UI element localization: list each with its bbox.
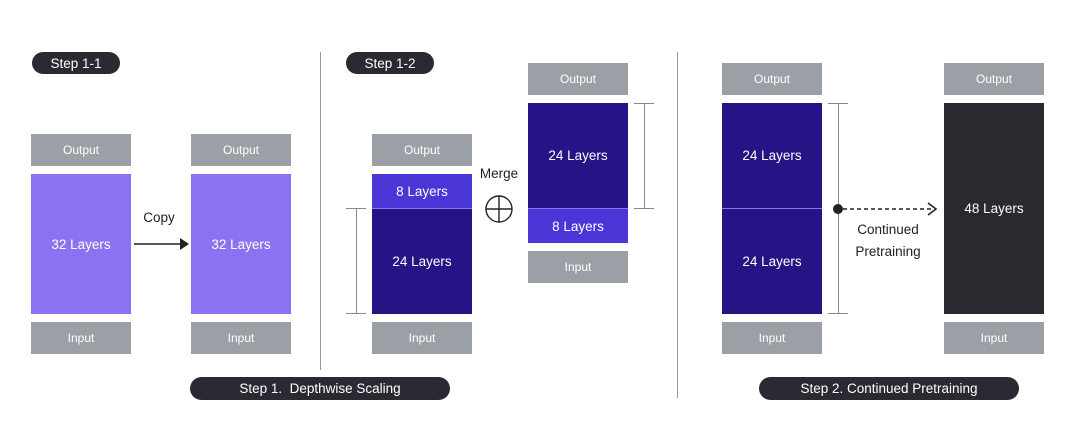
input-box: Input [722,322,822,354]
input-box: Input [31,322,131,354]
bracket-24-layers [356,208,357,314]
input-label: Input [408,331,436,345]
bracket-tick-bottom [346,313,366,314]
layers-48-label: 48 Layers [964,201,1024,216]
layers-24-block: 24 Layers [722,209,822,314]
layers-24-label: 24 Layers [548,148,608,163]
output-label: Output [222,143,260,157]
output-box: Output [528,63,628,95]
step-1-2-label: Step 1-2 [364,55,416,71]
output-label: Output [403,143,441,157]
bracket-tick-bottom [828,313,848,314]
merge-label: Merge [479,166,519,181]
output-label: Output [62,143,100,157]
step-2-caption: Step 2. Continued Pretraining [759,377,1019,400]
output-box: Output [944,63,1044,95]
output-box: Output [191,134,291,166]
output-box: Output [31,134,131,166]
step-1-1-pill: Step 1-1 [32,52,120,74]
layers-32-block: 32 Layers [191,174,291,314]
step-1-caption: Step 1. Depthwise Scaling [190,377,450,400]
layers-8-block: 8 Layers [528,209,628,243]
input-label: Input [67,331,95,345]
bracket-tick-top [828,103,848,104]
layers-24-label: 24 Layers [392,254,452,269]
layers-24-block: 24 Layers [528,103,628,208]
input-label: Input [758,331,786,345]
input-box: Input [191,322,291,354]
input-label: Input [564,260,592,274]
divider-step1 [320,52,321,370]
layers-48-block: 48 Layers [944,103,1044,314]
output-label: Output [975,72,1013,86]
step-1-caption-label: Step 1. Depthwise Scaling [239,381,401,396]
layers-32-label: 32 Layers [51,236,111,252]
bracket-tick-top [346,208,366,209]
input-label: Input [980,331,1008,345]
layers-8-block: 8 Layers [372,174,472,208]
circle-plus-icon [485,195,513,223]
block-separator [528,208,628,209]
bracket-tick-bottom [634,208,654,209]
output-label: Output [753,72,791,86]
continued-label-line2: Pretraining [855,244,921,259]
step-1-1-label: Step 1-1 [50,55,102,71]
layers-32-block: 32 Layers [31,174,131,314]
dashed-arrow-right-icon [833,202,938,216]
step-1-2-pill: Step 1-2 [346,52,434,74]
layers-24-label: 24 Layers [742,148,802,163]
output-box: Output [372,134,472,166]
bracket-24-layers [644,103,645,209]
layers-32-label: 32 Layers [211,236,271,252]
block-separator [722,208,822,209]
input-box: Input [944,322,1044,354]
bracket-tick-top [634,103,654,104]
layers-24-label: 24 Layers [742,254,802,269]
layers-8-label: 8 Layers [552,218,604,234]
step-2-caption-label: Step 2. Continued Pretraining [800,381,978,396]
input-label: Input [227,331,255,345]
block-separator [372,208,472,209]
layers-24-block: 24 Layers [722,103,822,208]
continued-label-line1: Continued [857,222,919,237]
layers-24-block: 24 Layers [372,209,472,314]
continued-pretraining-label: Continued Pretraining [840,219,936,263]
output-label: Output [559,72,597,86]
input-box: Input [372,322,472,354]
layers-8-label: 8 Layers [396,183,448,199]
output-box: Output [722,63,822,95]
divider-step2 [677,52,678,398]
arrow-right-icon [134,238,189,250]
input-box: Input [528,251,628,283]
copy-label: Copy [143,210,175,225]
